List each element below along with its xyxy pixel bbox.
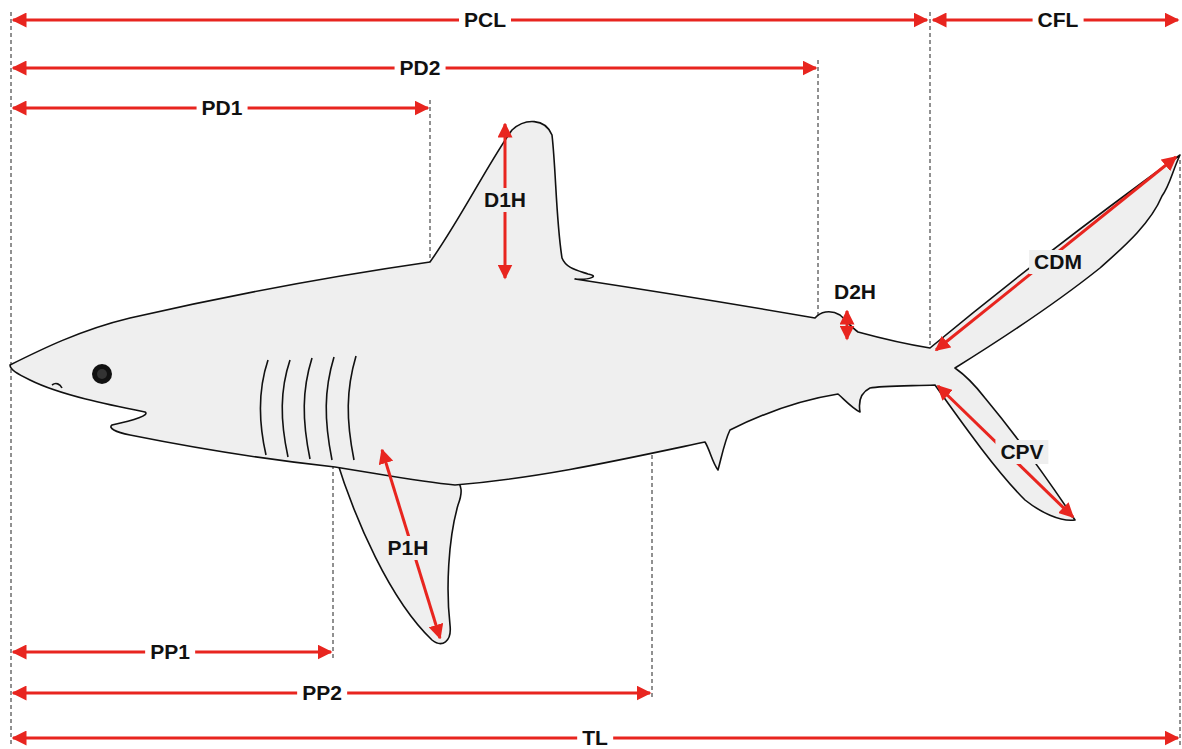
measurement-label: CPV (995, 440, 1048, 464)
measurement-label: TL (577, 726, 613, 749)
measurement-label: P1H (383, 536, 434, 560)
measurement-label: D2H (829, 280, 881, 304)
measurement-label: PD2 (395, 56, 446, 80)
measurement-label: PCL (459, 8, 511, 32)
measurement-label: D1H (479, 188, 531, 212)
measurement-label: CFL (1033, 8, 1084, 32)
measurement-label: PP1 (145, 640, 195, 664)
measurement-label: CDM (1029, 250, 1087, 274)
measurement-label: PP2 (297, 681, 347, 705)
measurement-label: PD1 (197, 96, 248, 120)
